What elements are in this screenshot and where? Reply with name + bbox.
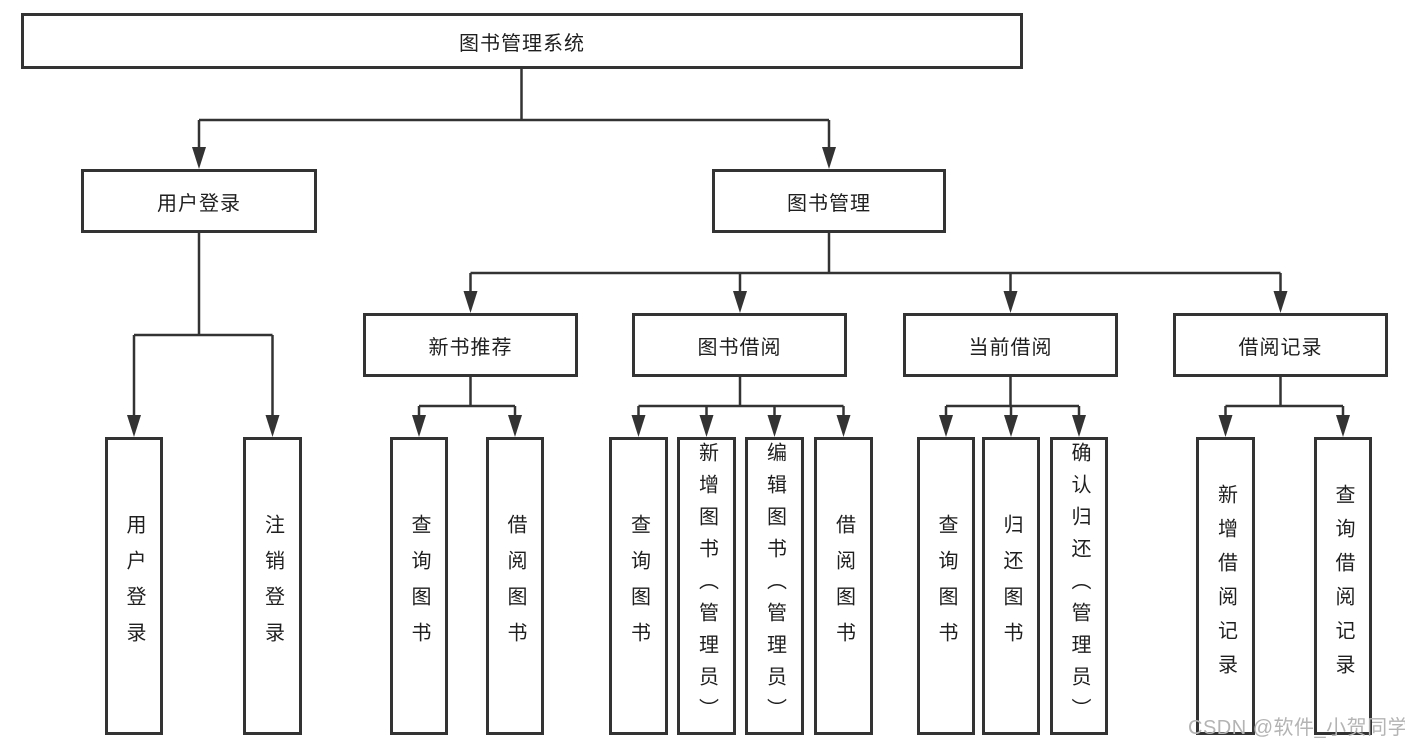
leaf-nbr-query-books-label: 查询图书 [408,514,430,658]
leaf-cb-query-books: 查询图书 [917,437,975,735]
node-current-borrow-label: 当前借阅 [968,336,1053,359]
node-new-book-recommend: 新书推荐 [363,313,578,377]
leaf-cb-return-books: 归还图书 [982,437,1040,735]
node-new-book-recommend-label: 新书推荐 [428,336,513,359]
node-root-library-system: 图书管理系统 [21,13,1023,69]
node-book-management: 图书管理 [712,169,946,233]
leaf-user-login-label: 用户登录 [123,514,145,658]
node-borrow-records-label: 借阅记录 [1238,336,1323,359]
leaf-bb-borrow-books: 借阅图书 [814,437,873,735]
leaf-br-query-record: 查询借阅记录 [1314,437,1372,735]
leaf-br-add-record-label: 新增借阅记录 [1214,484,1237,688]
node-user-login-label: 用户登录 [157,192,241,215]
leaf-bb-add-books-admin-label: 新增图书（管理员） [695,442,718,730]
leaf-logout-label: 注销登录 [261,514,284,658]
leaf-user-login: 用户登录 [105,437,163,735]
node-current-borrow: 当前借阅 [903,313,1118,377]
leaf-cb-confirm-return-admin: 确认归还（管理员） [1050,437,1108,735]
leaf-bb-query-books-label: 查询图书 [627,514,650,658]
leaf-bb-edit-books-admin: 编辑图书（管理员） [745,437,804,735]
leaf-bb-edit-books-admin-label: 编辑图书（管理员） [763,442,786,730]
leaf-cb-confirm-return-admin-label: 确认归还（管理员） [1068,442,1090,730]
leaf-bb-add-books-admin: 新增图书（管理员） [677,437,736,735]
leaf-nbr-borrow-books: 借阅图书 [486,437,544,735]
leaf-br-add-record: 新增借阅记录 [1196,437,1255,735]
node-book-borrow: 图书借阅 [632,313,847,377]
watermark: CSDN @软件_小贺同学 [1188,717,1405,739]
node-root-label: 图书管理系统 [459,32,585,55]
leaf-logout: 注销登录 [243,437,302,735]
leaf-bb-query-books: 查询图书 [609,437,668,735]
node-borrow-records: 借阅记录 [1173,313,1388,377]
leaf-br-query-record-label: 查询借阅记录 [1332,484,1354,688]
leaf-bb-borrow-books-label: 借阅图书 [832,514,855,658]
node-book-borrow-label: 图书借阅 [697,336,782,359]
node-user-login: 用户登录 [81,169,317,233]
leaf-cb-return-books-label: 归还图书 [1000,514,1022,658]
leaf-nbr-borrow-books-label: 借阅图书 [504,514,526,658]
leaf-nbr-query-books: 查询图书 [390,437,448,735]
leaf-cb-query-books-label: 查询图书 [935,514,957,658]
node-book-management-label: 图书管理 [787,192,871,215]
